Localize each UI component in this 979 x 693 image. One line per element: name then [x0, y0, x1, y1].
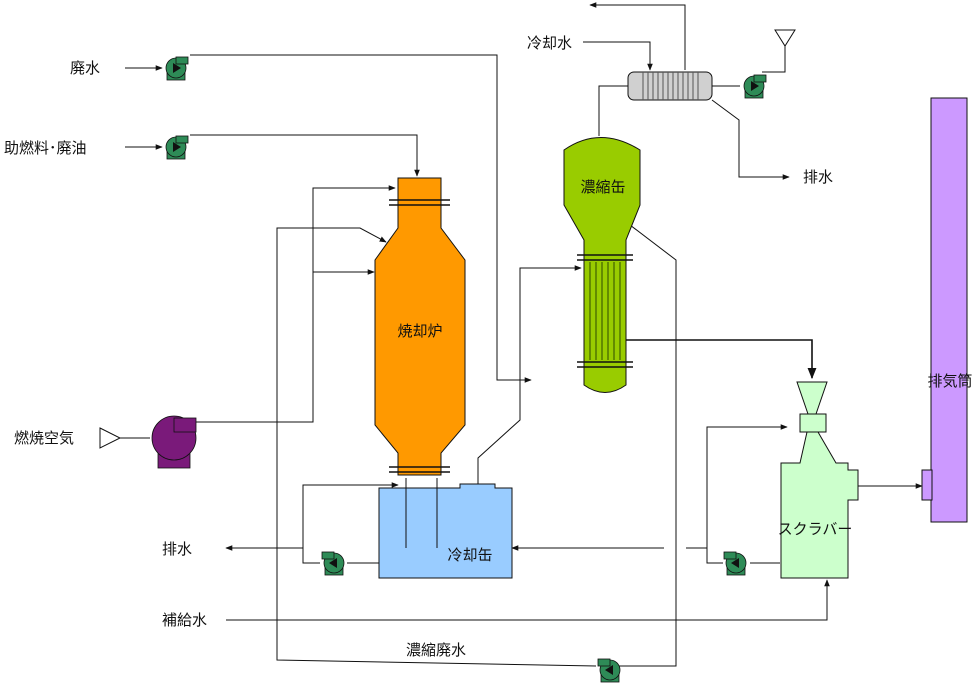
drain-top-line [711, 99, 790, 180]
stack-label: 排気筒 [927, 372, 972, 390]
scrubber-pump-icon [723, 551, 747, 576]
aux-fuel-label: 助燃料･廃油 [4, 139, 87, 157]
aux-fuel-line [190, 134, 420, 177]
drain-left-label: 排水 [162, 540, 192, 558]
exhaust-stack: 排気筒 [921, 97, 973, 523]
makeup-water-label: 補給水 [162, 611, 207, 629]
scrubber: スクラバー [778, 381, 859, 579]
concentrator-label: 濃縮缶 [580, 178, 625, 196]
condenser [627, 71, 713, 101]
air-blower-icon [99, 415, 197, 469]
cooling-can-label: 冷却缶 [447, 546, 492, 564]
incinerator-label: 焼却炉 [397, 322, 442, 340]
makeup-line [226, 579, 830, 621]
waste-water-pump-icon [165, 56, 189, 81]
waste-water-line [190, 54, 532, 383]
vapor-line [598, 85, 628, 136]
scrubber-recirc [706, 424, 788, 564]
air-line-1 [196, 185, 396, 423]
gas-to-scrubber [625, 339, 817, 380]
aux-fuel-pump-icon [165, 135, 189, 160]
vent-line [589, 2, 686, 70]
cooling-can: 冷却缶 [378, 478, 513, 579]
cooling-pump-icon [321, 551, 345, 576]
waste-water-label: 廃水 [70, 59, 100, 77]
concentrate-pump-icon [597, 658, 621, 683]
incinerator: 焼却炉 [374, 177, 466, 476]
cooling-water-label: 冷却水 [527, 34, 572, 52]
gas-to-concentrator [477, 265, 582, 484]
vent-icon [774, 29, 796, 47]
condensate-pump-icon [743, 74, 767, 99]
cooling-recirc-line [302, 482, 399, 564]
concentrator: 濃縮缶 [563, 137, 641, 393]
drain-top-label: 排水 [803, 168, 833, 186]
concentrate-line [617, 224, 677, 667]
scrubber-label: スクラバー [778, 520, 853, 538]
combustion-air-label: 燃焼空気 [14, 429, 74, 447]
concentrated-waste-label: 濃縮廃水 [406, 641, 466, 659]
air-line-3 [276, 227, 387, 612]
